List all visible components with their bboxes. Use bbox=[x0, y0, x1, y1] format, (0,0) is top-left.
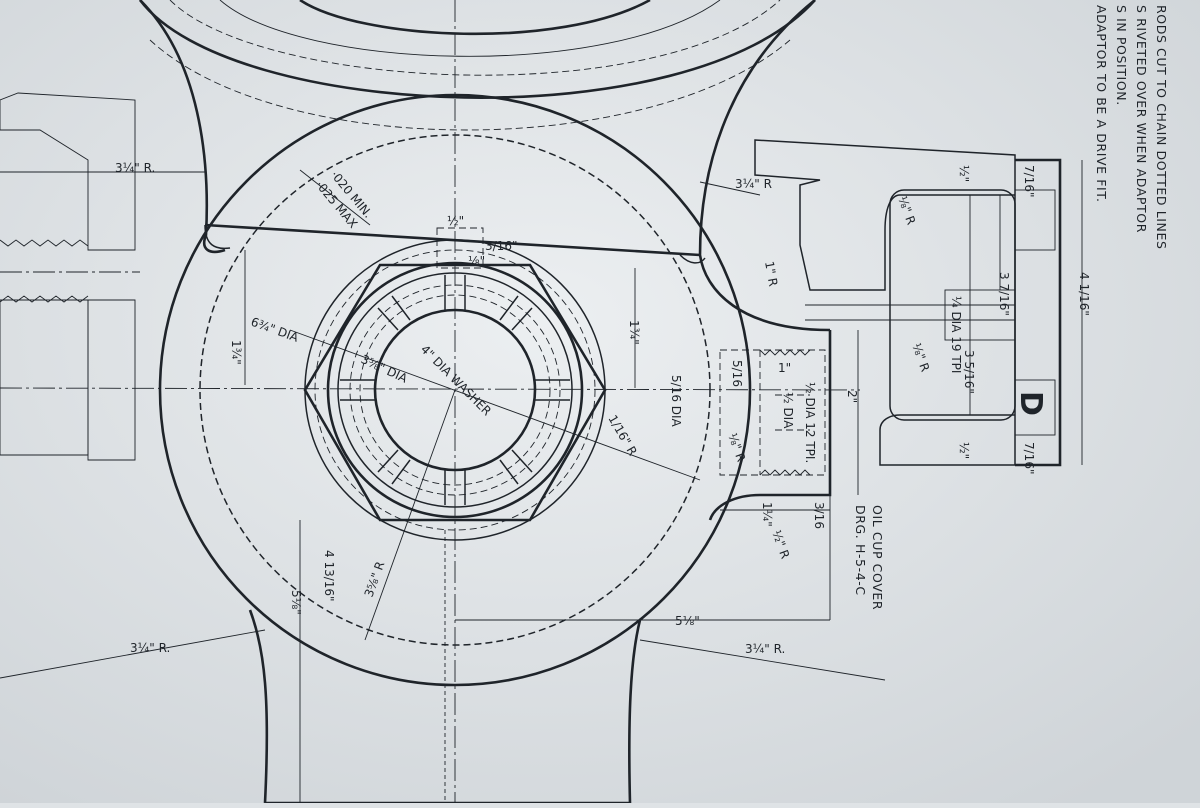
top-bore-arcs bbox=[138, 0, 816, 131]
dim-gap-3-16: 3/16" bbox=[485, 239, 517, 253]
dim-section-side-2: 7/16" bbox=[1022, 442, 1036, 474]
dim-radius-lower-left: 3¼" R. bbox=[130, 641, 170, 655]
dim-boss-thread: ½ DIA 12 TPI. bbox=[803, 382, 817, 463]
dim-boss-bore: ½ DIA bbox=[781, 392, 795, 429]
callout-title: OIL CUP COVER bbox=[870, 505, 885, 610]
dim-boss-depth: 5/16 bbox=[730, 360, 744, 387]
dim-total-height: 5⅛" bbox=[289, 590, 303, 615]
dim-section-depth-2: 3 5/16" bbox=[962, 350, 976, 394]
note-line-4: ADAPTOR TO BE A DRIVE FIT. bbox=[1094, 5, 1109, 203]
hex-nut bbox=[303, 263, 607, 522]
dim-depth-center: 4 13/16" bbox=[322, 550, 336, 602]
outer-boss-circle bbox=[158, 93, 752, 687]
dim-radius-upper-left: 3¼" R. bbox=[115, 161, 155, 175]
dim-height-right: 1¾" bbox=[627, 320, 641, 345]
dim-height-left: 1¾" bbox=[229, 340, 243, 365]
dim-section-side-1: 7/16" bbox=[1022, 165, 1036, 197]
note-line-1: RODS CUT TO CHAIN DOTTED LINES bbox=[1154, 5, 1169, 250]
horizontal-centerline bbox=[0, 387, 861, 391]
dim-top-gap: ½" bbox=[447, 214, 464, 228]
center-bore bbox=[373, 308, 537, 472]
dim-boss-1: 1" bbox=[778, 361, 791, 375]
note-line-2: S RIVETED OVER WHEN ADAPTOR bbox=[1134, 5, 1149, 233]
dim-bottom-width: 5⅛" bbox=[675, 614, 700, 628]
dim-section-depth-1: 3 7/16" bbox=[997, 272, 1011, 316]
dim-section-bottom: ½" bbox=[957, 442, 971, 459]
callout-drawing-ref: DRG. H-5-4-C bbox=[853, 505, 868, 596]
dim-gap-1-8: ⅛" bbox=[468, 254, 485, 268]
oil-cup-boss bbox=[719, 349, 826, 476]
section-letter-label: D bbox=[1013, 391, 1048, 416]
dim-section-width: 4 1/16" bbox=[1077, 272, 1091, 316]
central-nut-assembly bbox=[303, 227, 607, 541]
dim-bolt-diameter: 5/16 DIA bbox=[669, 375, 683, 428]
dim-radius-upper-right: 3¼" R bbox=[735, 177, 772, 191]
dim-section-thread: ¼ DIA 19 TPI bbox=[949, 296, 963, 373]
dim-boss-width: 1¼" bbox=[760, 502, 774, 527]
right-section-view bbox=[754, 139, 1062, 467]
dim-radius-small-2: 1" R bbox=[762, 260, 780, 287]
dim-section-top: ½" bbox=[957, 165, 971, 182]
dim-boss-height: 2" bbox=[845, 390, 859, 403]
left-section-view bbox=[0, 92, 140, 461]
note-line-3: S IN POSITION. bbox=[1114, 5, 1129, 106]
dim-boss-3-16: 3/16 bbox=[812, 502, 826, 529]
dim-radius-lower-right: 3¼" R. bbox=[745, 642, 785, 656]
oil-cup-callout: OIL CUP COVER DRG. H-5-4-C bbox=[853, 505, 885, 610]
notes-block: RODS CUT TO CHAIN DOTTED LINES S RIVETED… bbox=[1094, 5, 1169, 250]
dimension-lines bbox=[0, 160, 1083, 803]
